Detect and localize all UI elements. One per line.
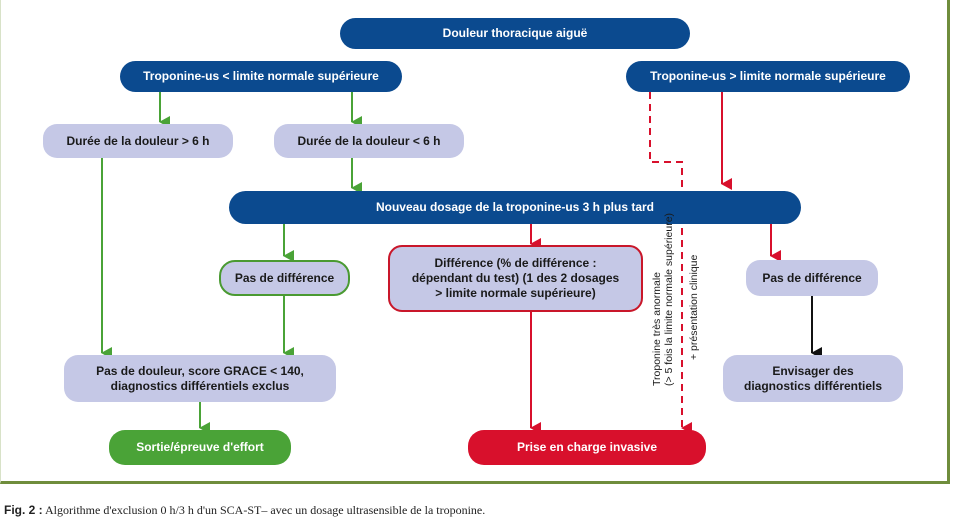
node-invasive: Prise en charge invasive [468, 430, 706, 465]
node-duration-gt6: Durée de la douleur > 6 h [43, 124, 233, 158]
caption-label: Fig. 2 : [4, 503, 43, 517]
difference-line-3: > limite normale supérieure) [435, 286, 596, 300]
node-discharge: Sortie/épreuve d'effort [109, 430, 291, 465]
difference-line-2: dépendant du test) (1 des 2 dosages [411, 271, 620, 285]
node-consider-differential: Envisager des diagnostics différentiels [723, 355, 903, 402]
node-troponin-high: Troponine-us > limite normale supérieure [626, 61, 910, 92]
node-no-difference-right: Pas de différence [746, 260, 878, 296]
side-label-clinical: + présentation clinique [688, 254, 700, 360]
side-label-very-abnormal: Troponine très anormale (> 5 fois la lim… [651, 213, 675, 386]
difference-line-1: Différence (% de différence : [434, 256, 597, 270]
figure-caption: Fig. 2 : Algorithme d'exclusion 0 h/3 h … [4, 503, 485, 518]
consider-line-1: Envisager des [772, 363, 854, 378]
node-acute-chest-pain: Douleur thoracique aiguë [340, 18, 690, 49]
flow-arrows [101, 92, 822, 434]
node-redosage: Nouveau dosage de la troponine-us 3 h pl… [229, 191, 801, 224]
side-label-line-2: (> 5 fois la limite normale supérieure) [663, 212, 675, 386]
no-pain-line-1: Pas de douleur, score GRACE < 140, [96, 363, 304, 378]
no-pain-line-2: diagnostics différentiels exclus [110, 378, 290, 393]
node-no-difference-left: Pas de différence [219, 260, 350, 296]
side-label-line-1: Troponine très anormale [651, 271, 663, 386]
arrow-dashed-direct-invasive [649, 92, 692, 434]
caption-text: Algorithme d'exclusion 0 h/3 h d'un SCA-… [45, 503, 486, 517]
node-troponin-low: Troponine-us < limite normale supérieure [120, 61, 402, 92]
consider-line-2: diagnostics différentiels [743, 378, 883, 393]
node-difference: Différence (% de différence : dépendant … [388, 245, 643, 312]
node-duration-lt6: Durée de la douleur < 6 h [274, 124, 464, 158]
node-no-pain: Pas de douleur, score GRACE < 140, diagn… [64, 355, 336, 402]
figure-frame [0, 0, 950, 484]
